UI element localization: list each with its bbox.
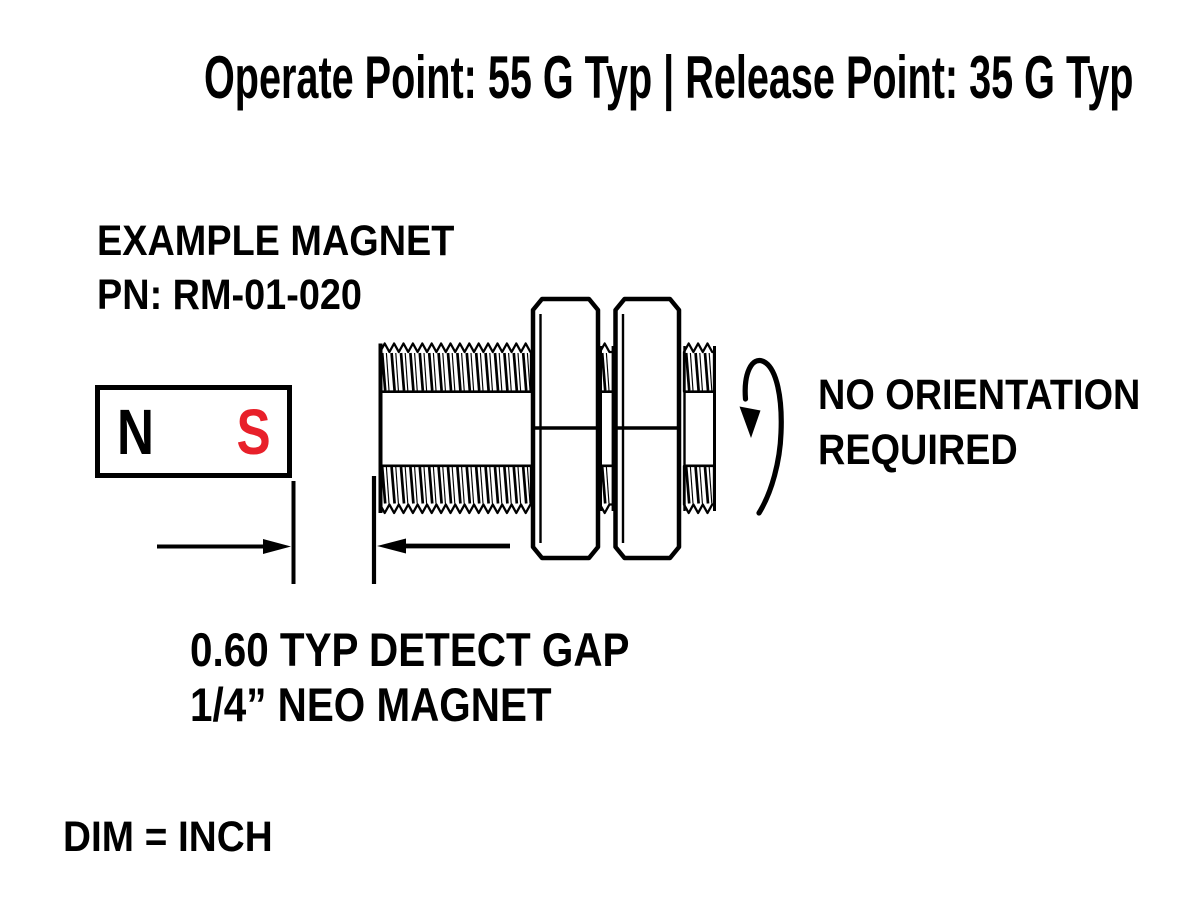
magnet-heading: EXAMPLE MAGNET PN: RM-01-020 [97, 214, 454, 322]
magnet-heading-line: EXAMPLE MAGNET [97, 217, 455, 265]
orientation-note-line2: REQUIRED [818, 426, 1018, 474]
operate-release-title: Operate Point: 55 G Typ | Release Point:… [203, 44, 1134, 111]
rotation-arrow-icon [739, 357, 784, 516]
magnet-symbol: N S [95, 385, 292, 478]
gap-dimension-arrows [157, 476, 510, 584]
south-pole-label: S [236, 395, 271, 468]
orientation-note-line1: NO ORIENTATION [818, 371, 1141, 419]
magnet-part-number: PN: RM-01-020 [97, 271, 362, 319]
units-note: DIM = INCH [63, 813, 273, 861]
gap-dimension-line1: 0.60 TYP DETECT GAP [190, 623, 630, 676]
north-pole-label: N [117, 395, 154, 468]
orientation-note: NO ORIENTATION REQUIRED [818, 368, 1140, 478]
hex-nut-rear [613, 296, 682, 561]
sensor-threaded-barrel [378, 342, 716, 515]
hex-nut-front [530, 296, 601, 561]
gap-dimension-line2: 1/4” NEO MAGNET [190, 678, 552, 731]
gap-dimension-label: 0.60 TYP DETECT GAP 1/4” NEO MAGNET [190, 622, 630, 732]
